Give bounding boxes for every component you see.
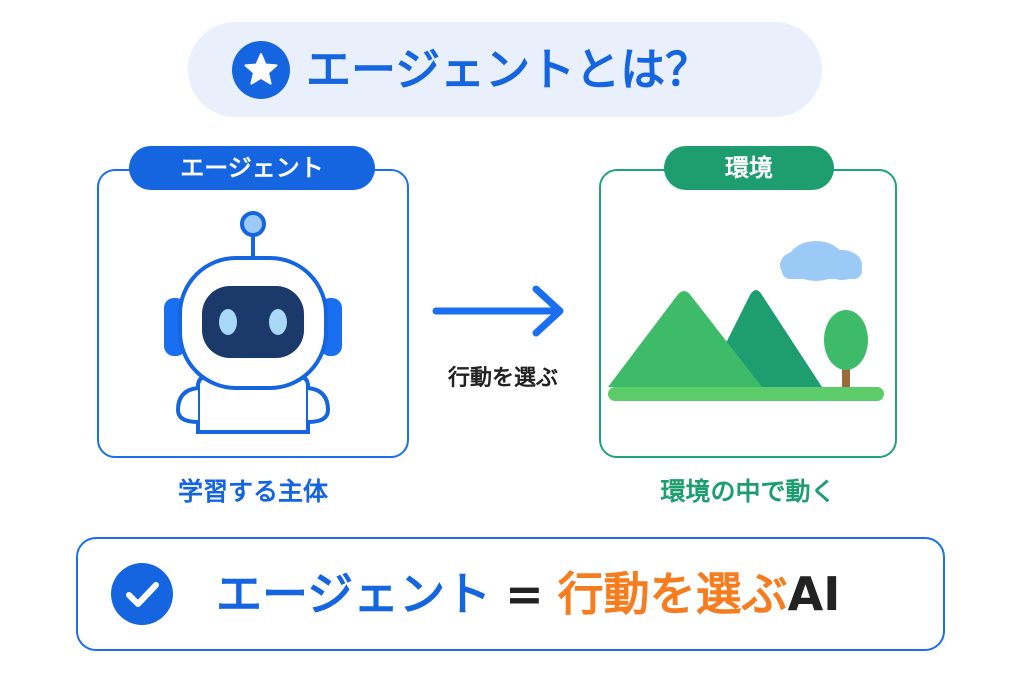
summary-box [76,537,945,651]
title-banner [188,22,822,117]
agent-tab-label: エージェント [129,146,375,190]
page-title: エージェントとは？ [306,43,711,96]
mountain-icon [608,290,822,387]
summary-suffix: AI [787,567,841,621]
summary-equals: = [505,567,544,621]
landscape-illustration [608,241,884,401]
summary-term: エージェント [216,567,492,621]
environment-caption: 環境の中で動く [660,477,836,506]
robot-icon [164,211,342,434]
agent-caption: 学習する主体 [177,477,328,506]
summary-text: エージェント=行動を選ぶAI [216,561,840,627]
environment-tab-label: 環境 [664,146,834,190]
arrow-label: 行動を選ぶ [447,366,558,391]
tree-icon [824,310,868,391]
cloud-icon [780,241,862,281]
summary-highlight: 行動を選ぶ [557,567,788,621]
arrow-right-icon [432,285,564,337]
star-icon [232,41,290,99]
check-circle-icon [111,563,173,625]
